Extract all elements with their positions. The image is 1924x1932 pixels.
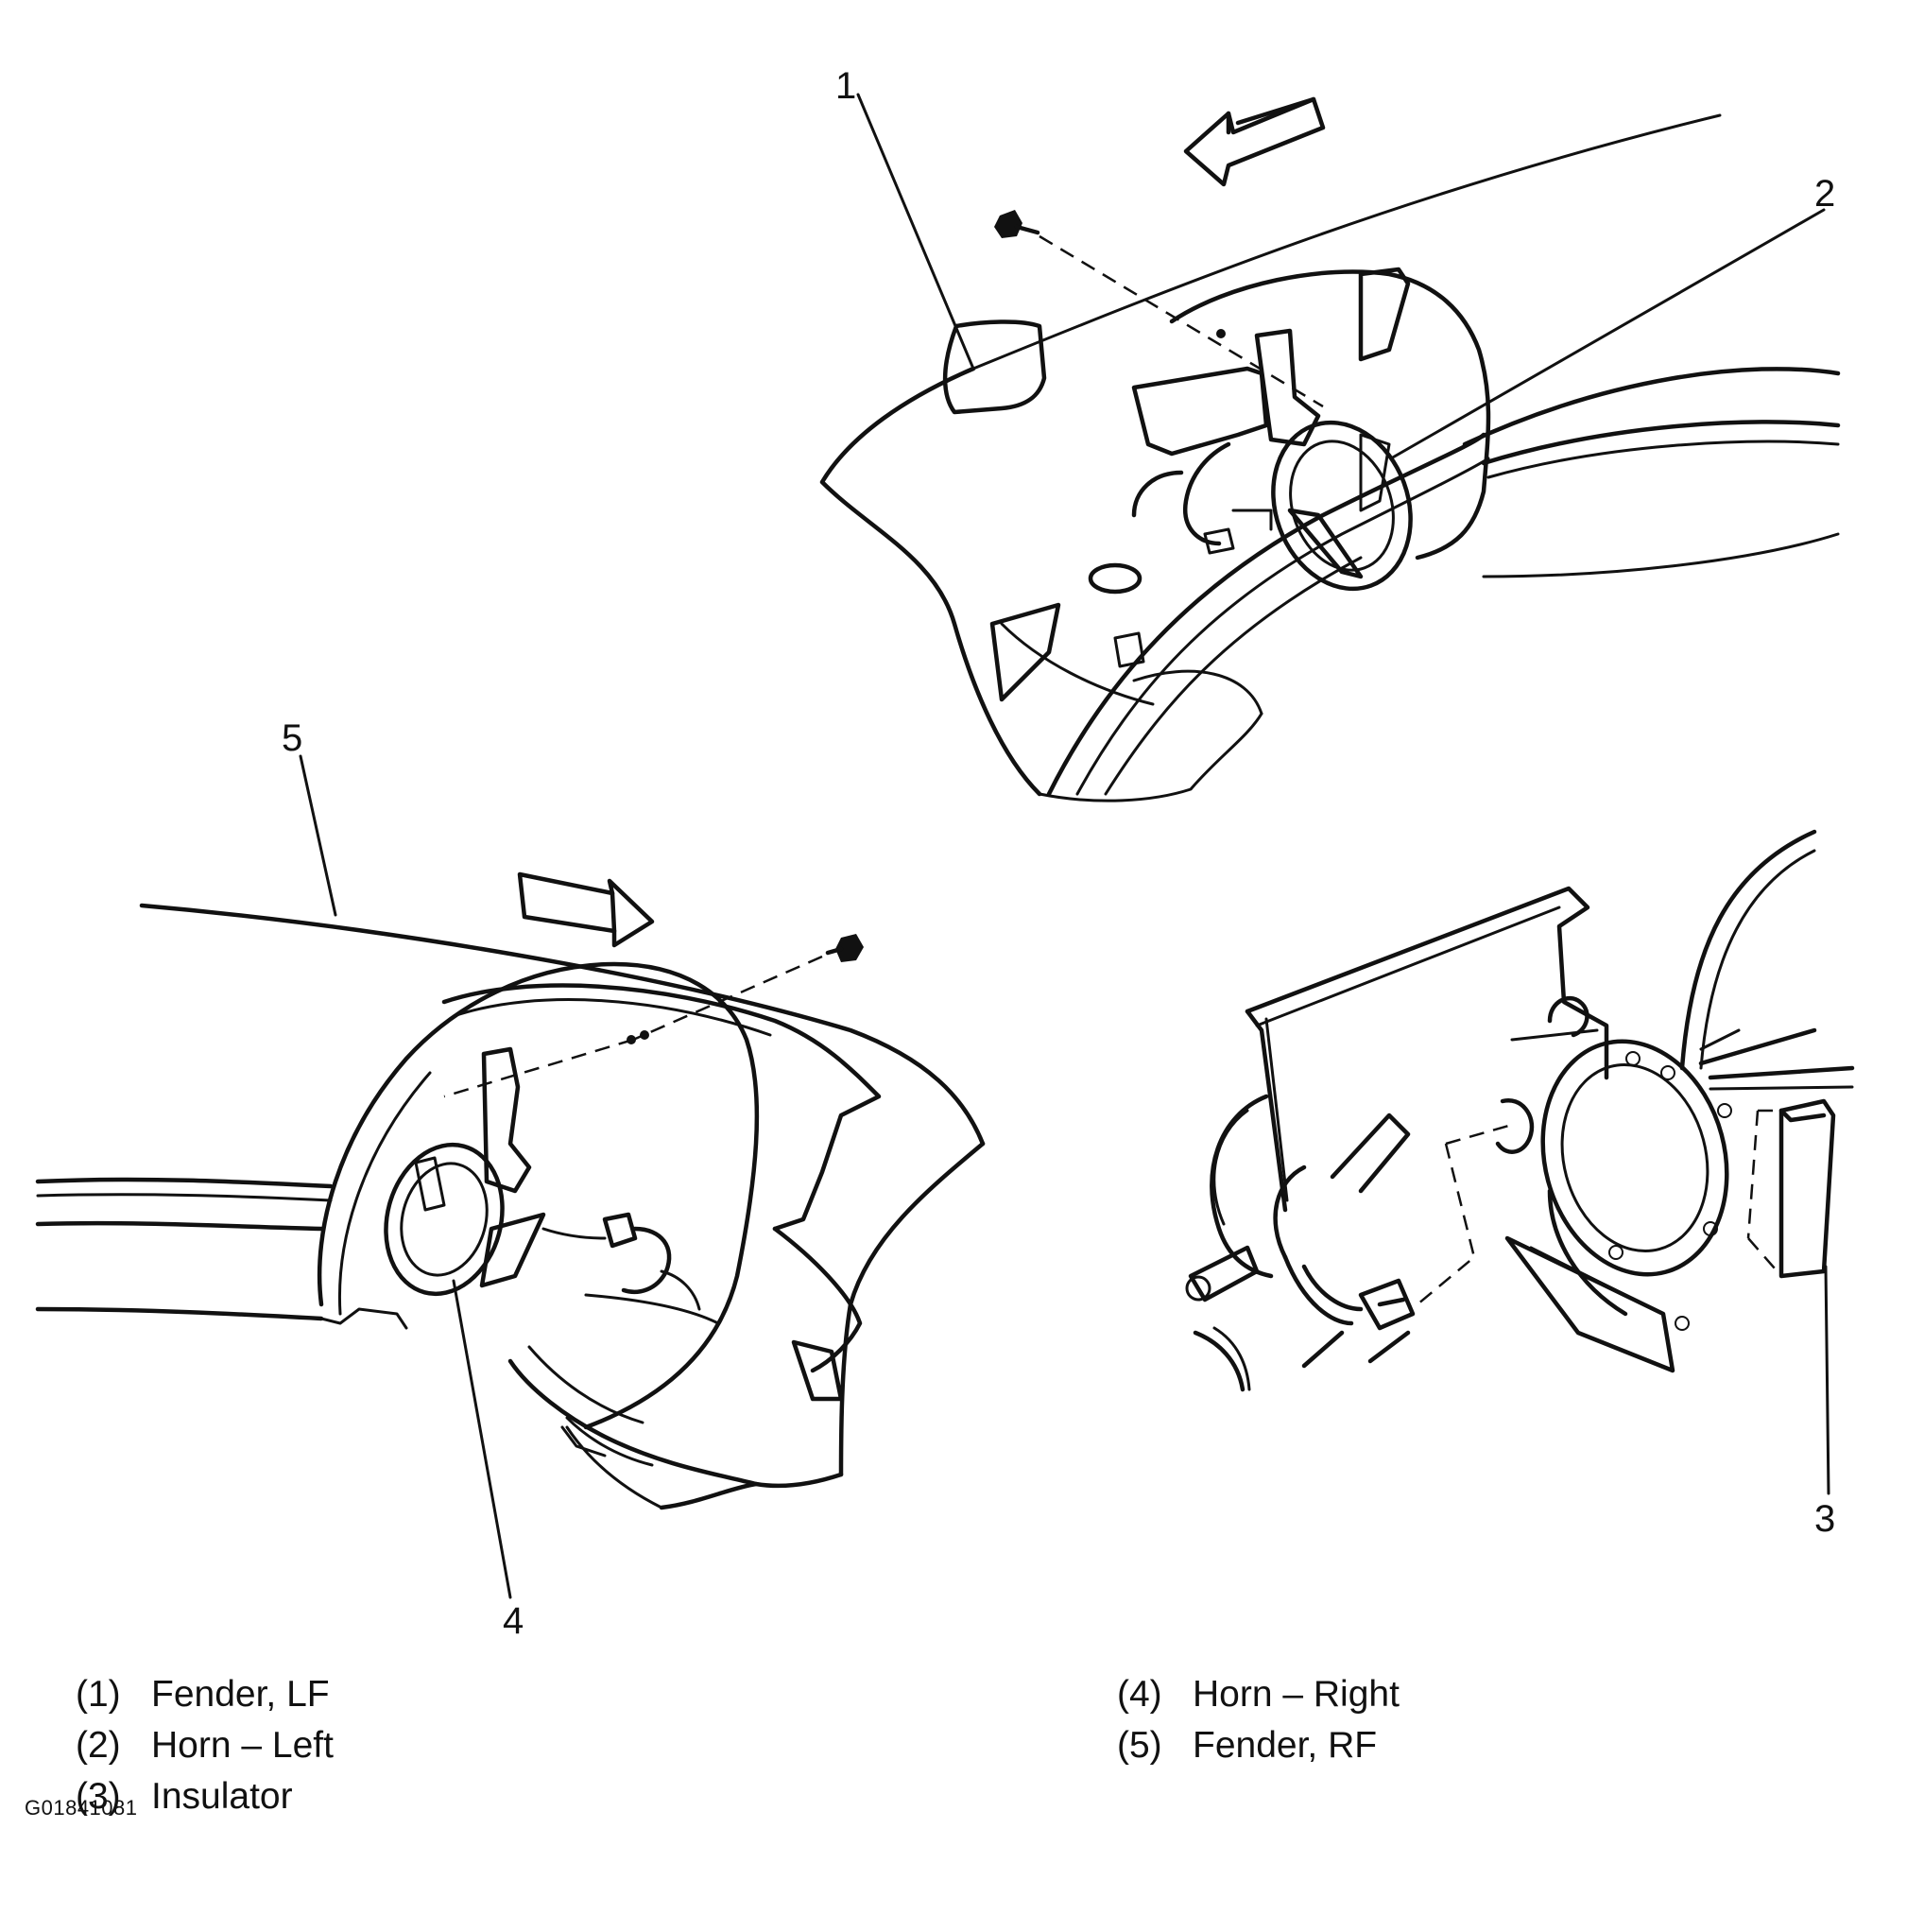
- callout-2: 2: [1814, 173, 1835, 215]
- callout-5: 5: [282, 717, 302, 759]
- legend-number: (5): [1117, 1725, 1162, 1766]
- legend-number: (4): [1117, 1674, 1162, 1715]
- legend-number: (1): [76, 1674, 121, 1715]
- legend-number: (3): [76, 1776, 121, 1817]
- callout-4: 4: [503, 1600, 524, 1642]
- legend-right: (4) Horn – Right (5) Fender, RF: [1117, 1669, 1400, 1771]
- legend-item-fender-rf: (5) Fender, RF: [1117, 1720, 1400, 1771]
- legend-label: Fender, RF: [1193, 1725, 1378, 1766]
- legend-label: Fender, LF: [151, 1674, 330, 1715]
- legend-item-horn-left: (2) Horn – Left: [76, 1720, 334, 1771]
- lf-fender-assembly: [819, 96, 1841, 802]
- figure-id: G01841081: [25, 1796, 138, 1820]
- legend-item-fender-lf: (1) Fender, LF: [76, 1669, 334, 1720]
- callout-1: 1: [835, 65, 856, 107]
- legend-number: (2): [76, 1725, 121, 1766]
- legend-left: (1) Fender, LF (2) Horn – Left (3) Insulato…: [76, 1669, 334, 1822]
- legend-label: Insulator: [151, 1776, 293, 1817]
- callout-3: 3: [1814, 1498, 1835, 1540]
- rf-fender-assembly: [35, 871, 986, 1510]
- legend-item-horn-right: (4) Horn – Right: [1117, 1669, 1400, 1720]
- legend-label: Horn – Left: [151, 1725, 334, 1766]
- insulator-detail: [1185, 829, 1855, 1392]
- legend-label: Horn – Right: [1193, 1674, 1400, 1715]
- leader-lines: [299, 93, 1830, 1599]
- legend-item-insulator: (3) Insulator: [76, 1771, 334, 1822]
